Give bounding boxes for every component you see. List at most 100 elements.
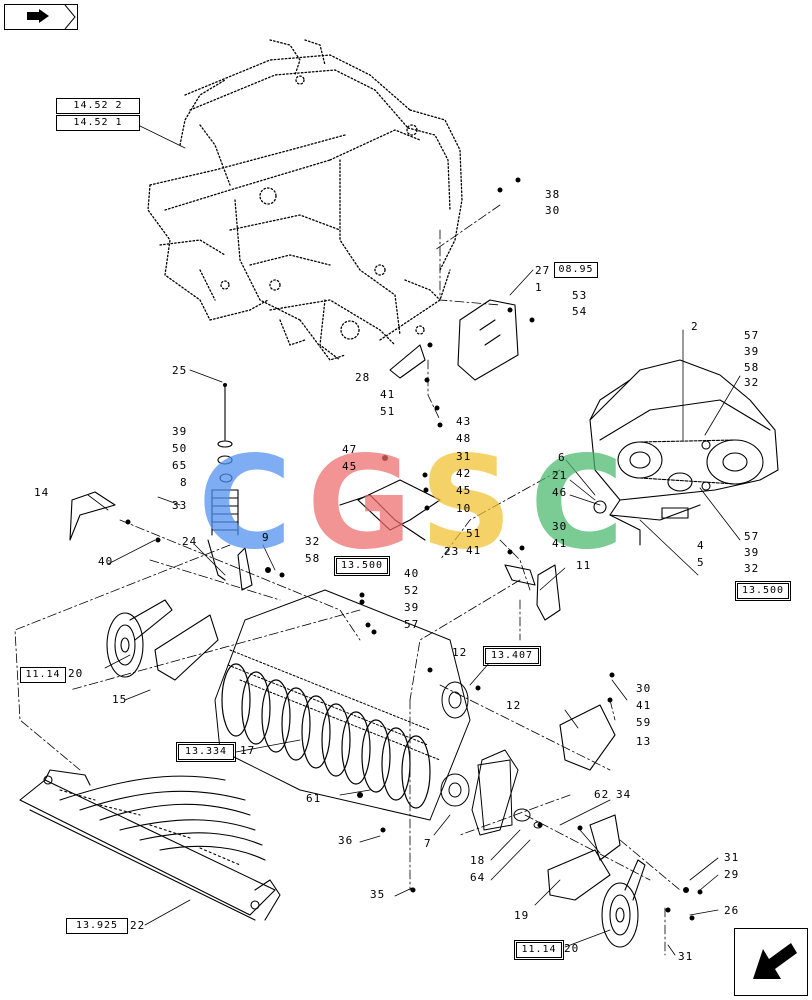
part-label[interactable]: 12 bbox=[452, 646, 468, 659]
part-label[interactable]: 34 bbox=[616, 788, 632, 801]
watermark-letter-1: C bbox=[198, 429, 292, 578]
part-label[interactable]: 30 bbox=[545, 204, 561, 217]
ref-box-1[interactable]: 14.52 2 bbox=[56, 98, 140, 114]
part-label[interactable]: 26 bbox=[724, 904, 740, 917]
part-label[interactable]: 35 bbox=[370, 888, 386, 901]
part-label[interactable]: 48 bbox=[456, 432, 472, 445]
part-label[interactable]: 2 bbox=[691, 320, 699, 333]
part-label[interactable]: 39 bbox=[172, 425, 188, 438]
part-label[interactable]: 19 bbox=[514, 909, 530, 922]
part-label[interactable]: 32 bbox=[744, 376, 760, 389]
part-label[interactable]: 12 bbox=[506, 699, 522, 712]
part-label[interactable]: 51 bbox=[380, 405, 396, 418]
part-label[interactable]: 53 bbox=[572, 289, 588, 302]
part-label[interactable]: 30 bbox=[636, 682, 652, 695]
part-label[interactable]: 33 bbox=[172, 499, 188, 512]
leader-lines bbox=[14, 204, 681, 956]
part-label[interactable]: 20 bbox=[564, 942, 580, 955]
drive-housing bbox=[589, 359, 779, 546]
part-label[interactable]: 8 bbox=[180, 476, 188, 489]
part-label[interactable]: 20 bbox=[68, 667, 84, 680]
nav-forward-button[interactable] bbox=[4, 4, 78, 30]
part-label[interactable]: 11 bbox=[576, 559, 592, 572]
windguard bbox=[19, 769, 281, 921]
part-label[interactable]: 50 bbox=[172, 442, 188, 455]
part-label[interactable]: 41 bbox=[380, 388, 396, 401]
part-label[interactable]: 5 bbox=[697, 556, 705, 569]
part-label[interactable]: 57 bbox=[744, 329, 760, 342]
part-label[interactable]: 41 bbox=[552, 537, 568, 550]
nav-back-button[interactable] bbox=[734, 928, 808, 996]
part-label[interactable]: 52 bbox=[404, 584, 420, 597]
part-label[interactable]: 38 bbox=[545, 188, 561, 201]
part-label[interactable]: 15 bbox=[112, 693, 128, 706]
part-label[interactable]: 58 bbox=[305, 552, 321, 565]
ref-box-7[interactable]: 11.14 bbox=[20, 667, 66, 683]
part-label[interactable]: 40 bbox=[404, 567, 420, 580]
part-label[interactable]: 6 bbox=[558, 451, 566, 464]
part-label[interactable]: 39 bbox=[744, 546, 760, 559]
part-label[interactable]: 22 bbox=[130, 919, 146, 932]
ref-box-9[interactable]: 11.14 bbox=[514, 940, 564, 960]
part-label[interactable]: 45 bbox=[456, 484, 472, 497]
part-label[interactable]: 58 bbox=[744, 361, 760, 374]
part-label[interactable]: 41 bbox=[636, 699, 652, 712]
part-label[interactable]: 24 bbox=[182, 535, 198, 548]
part-label[interactable]: 64 bbox=[470, 871, 486, 884]
arrow-right-icon bbox=[27, 4, 76, 30]
ref-box-4[interactable]: 13.500 bbox=[334, 556, 390, 576]
part-label[interactable]: 57 bbox=[404, 618, 420, 631]
part-label[interactable]: 32 bbox=[305, 535, 321, 548]
part-label[interactable]: 21 bbox=[552, 469, 568, 482]
part-label[interactable]: 29 bbox=[724, 868, 740, 881]
part-label[interactable]: 62 bbox=[594, 788, 610, 801]
part-label[interactable]: 40 bbox=[98, 555, 114, 568]
part-label[interactable]: 17 bbox=[240, 744, 256, 757]
part-label[interactable]: 36 bbox=[338, 834, 354, 847]
ref-box-10[interactable]: 13.925 bbox=[66, 918, 128, 934]
part-label[interactable]: 1 bbox=[535, 281, 543, 294]
part-label[interactable]: 18 bbox=[470, 854, 486, 867]
part-label[interactable]: 13 bbox=[636, 735, 652, 748]
part-label[interactable]: 51 bbox=[466, 527, 482, 540]
part-label[interactable]: 46 bbox=[552, 486, 568, 499]
part-label[interactable]: 9 bbox=[262, 531, 270, 544]
part-label[interactable]: 43 bbox=[456, 415, 472, 428]
part-label[interactable]: 28 bbox=[355, 371, 371, 384]
part-label[interactable]: 4 bbox=[697, 539, 705, 552]
ref-box-8[interactable]: 13.334 bbox=[176, 742, 236, 762]
ref-box-6[interactable]: 13.407 bbox=[483, 646, 541, 666]
watermark-letter-3: S bbox=[420, 429, 513, 578]
part-label[interactable]: 7 bbox=[424, 837, 432, 850]
part-label[interactable]: 39 bbox=[404, 601, 420, 614]
part-label[interactable]: 61 bbox=[306, 792, 322, 805]
part-label[interactable]: 31 bbox=[724, 851, 740, 864]
watermark-letter-4: C bbox=[530, 429, 624, 578]
part-label[interactable]: 54 bbox=[572, 305, 588, 318]
part-label[interactable]: 47 bbox=[342, 443, 358, 456]
part-label[interactable]: 57 bbox=[744, 530, 760, 543]
main-frame bbox=[147, 39, 463, 361]
part-label[interactable]: 30 bbox=[552, 520, 568, 533]
part-label[interactable]: 41 bbox=[466, 544, 482, 557]
ref-box-3[interactable]: 08.95 bbox=[554, 262, 598, 278]
part-label[interactable]: 45 bbox=[342, 460, 358, 473]
ref-box-2[interactable]: 14.52 1 bbox=[56, 115, 140, 131]
part-label[interactable]: 65 bbox=[172, 459, 188, 472]
part-label[interactable]: 25 bbox=[172, 364, 188, 377]
part-label[interactable]: 39 bbox=[744, 345, 760, 358]
part-label[interactable]: 27 bbox=[535, 264, 551, 277]
part-label[interactable]: 42 bbox=[456, 467, 472, 480]
part-label[interactable]: 31 bbox=[456, 450, 472, 463]
ref-box-5[interactable]: 13.500 bbox=[735, 581, 791, 601]
part-label[interactable]: 32 bbox=[744, 562, 760, 575]
part-label[interactable]: 23 bbox=[444, 545, 460, 558]
part-label[interactable]: 31 bbox=[678, 950, 694, 963]
hardware bbox=[125, 177, 703, 921]
part-label[interactable]: 14 bbox=[34, 486, 50, 499]
part-label[interactable]: 10 bbox=[456, 502, 472, 515]
part-label[interactable]: 59 bbox=[636, 716, 652, 729]
watermark-letter-2: G bbox=[307, 429, 413, 578]
